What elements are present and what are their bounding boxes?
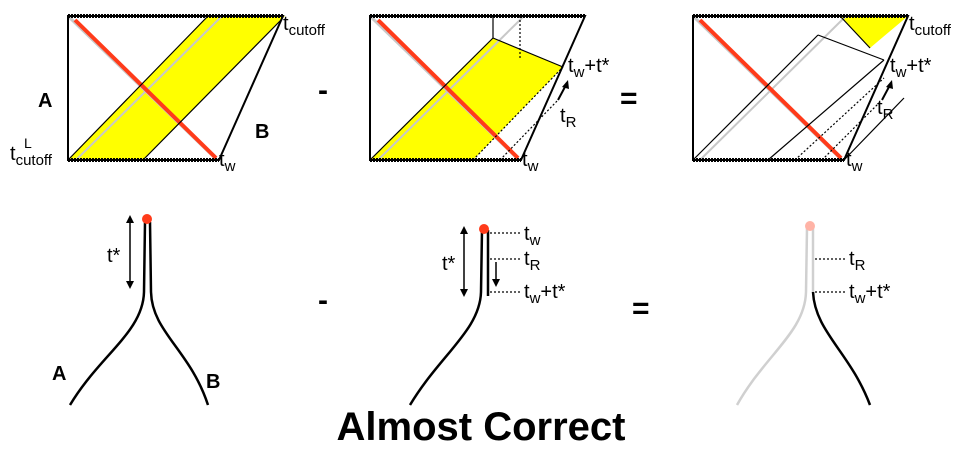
t-w-plus-tstar-label: tw+t* — [890, 55, 932, 81]
t-w-plus-tstar-label: tw+t* — [524, 281, 566, 307]
t-cutoff-label: tcutoff — [283, 13, 326, 39]
arrow-head — [126, 281, 134, 289]
equals-operator: = — [620, 82, 638, 115]
t-w-plus-tstar-label: tw+t* — [568, 55, 610, 81]
band-edge-line — [67, 15, 209, 161]
t-w-label: tw — [219, 149, 236, 175]
arrow-head — [460, 226, 468, 234]
band-edge-line — [142, 18, 283, 161]
t-R-label: tR — [560, 105, 577, 131]
t-w-label: tw — [522, 149, 539, 175]
band-edge-line — [817, 34, 885, 61]
t-w-label: tw — [846, 149, 863, 175]
t-R-label: tR — [524, 248, 541, 274]
arrow-head — [886, 80, 893, 89]
band-edge-line — [767, 59, 885, 161]
t-cutoff-L-superscript: L — [24, 135, 32, 151]
band-edge-line — [492, 37, 564, 68]
red-diagonal — [376, 18, 520, 160]
throat-branch-a — [68, 221, 147, 406]
band-edge-line — [692, 34, 819, 161]
t-R-label: tR — [849, 248, 866, 274]
region-a-label: A — [52, 363, 66, 385]
arrow-head — [562, 80, 569, 89]
t-cutoff-L-label: tcutoff — [10, 143, 53, 169]
wormhole-middle: t* tw tR tw+t* — [408, 223, 566, 406]
region-b-label: B — [206, 371, 220, 393]
equals-operator: = — [632, 292, 650, 325]
red-endpoint — [142, 214, 152, 224]
dashed-line — [794, 77, 885, 161]
dashed-line — [499, 99, 559, 161]
gray-light-line — [75, 15, 223, 161]
tstar-label: t* — [442, 253, 456, 275]
dashed-line — [821, 101, 881, 161]
minus-operator: - — [318, 284, 328, 317]
band-edge-line — [843, 97, 905, 161]
faded-red-endpoint — [805, 221, 815, 231]
yellow-band — [840, 16, 908, 48]
region-a-label: A — [38, 90, 52, 112]
penrose-panel-right: tcutoff tw+t* tR tw — [691, 13, 952, 175]
band-edge-line — [472, 66, 564, 161]
faded-throat-branch-a — [735, 227, 809, 406]
region-b-label: B — [255, 121, 269, 143]
gray-light-line — [699, 15, 847, 161]
gray-light-line — [377, 15, 525, 161]
wormhole-right: tR tw+t* — [735, 221, 891, 406]
red-endpoint — [479, 224, 489, 234]
t-w-plus-tstar-label: tw+t* — [849, 281, 891, 307]
minus-operator: - — [318, 74, 328, 107]
throat-branch-b — [811, 291, 872, 406]
throat-branch-a — [408, 229, 484, 406]
band-edge-line — [839, 15, 871, 49]
penrose-panel-middle: tw+t* tR tw — [368, 14, 610, 175]
red-diagonal — [73, 18, 218, 160]
throat-branch-b — [148, 221, 210, 406]
band-edge-line — [369, 37, 494, 161]
arrow-head — [460, 289, 468, 297]
tstar-label: t* — [107, 245, 121, 267]
arrow-head — [126, 215, 134, 223]
t-w-label: tw — [524, 223, 541, 249]
wormhole-left: t* A B — [52, 214, 220, 406]
yellow-band — [370, 38, 563, 160]
penrose-panel-left: A B tcutoff tcutoff L tw — [10, 13, 326, 175]
down-arrow-head — [492, 279, 500, 287]
caption-title: Almost Correct — [336, 405, 626, 449]
yellow-band — [68, 16, 285, 160]
red-diagonal — [698, 18, 843, 160]
t-R-label: tR — [877, 97, 894, 123]
t-cutoff-label: tcutoff — [909, 13, 952, 39]
